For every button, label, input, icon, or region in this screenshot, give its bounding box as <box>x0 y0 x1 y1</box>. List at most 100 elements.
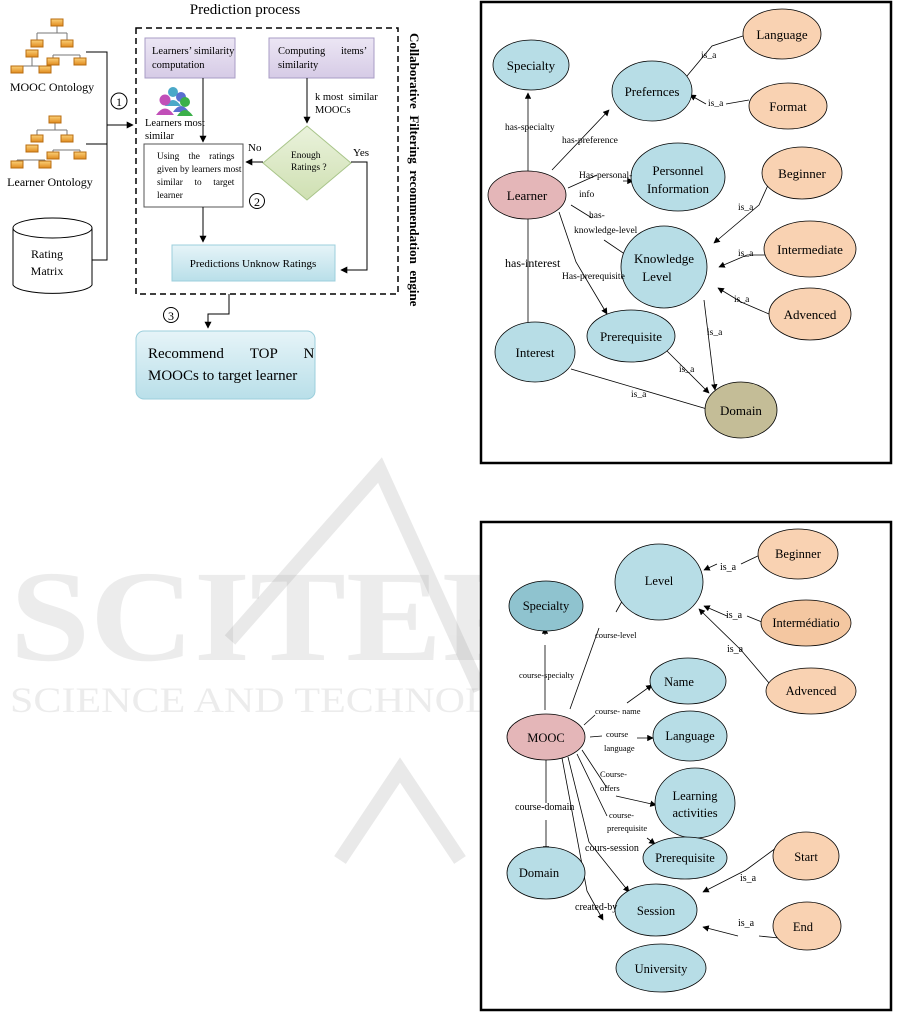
node-label: Name <box>664 675 694 689</box>
node-label: University <box>635 962 689 976</box>
edge-label: is_a <box>631 390 647 400</box>
learners-similarity-line2: computation <box>152 60 205 71</box>
node-end <box>772 901 842 951</box>
node-advenced <box>765 667 857 715</box>
node-label: Knowledge <box>634 251 694 266</box>
edge-label: is_a <box>720 562 737 573</box>
node-label: Personnel <box>652 163 704 178</box>
node-label: Domain <box>519 866 560 880</box>
node-level <box>614 543 704 621</box>
node-label: Advenced <box>784 307 837 322</box>
source-connectors <box>86 51 134 261</box>
recommend-line2: MOOCs to target learner <box>148 368 297 384</box>
step-2-label: 2 <box>254 195 260 209</box>
edge-label: is_a <box>740 873 757 884</box>
edge-label: is_a <box>734 295 750 305</box>
decision-no-label: No <box>248 142 262 154</box>
edge-label: cours-session <box>585 843 639 854</box>
node-label: Level <box>645 574 674 588</box>
edge-label: Course- <box>600 769 627 779</box>
edge-label: course-specialty <box>519 670 575 680</box>
edge-label: Has-prerequisite <box>562 272 625 282</box>
node-name <box>649 657 727 705</box>
edge-label: course- name <box>595 706 641 716</box>
node-label: Format <box>769 99 807 114</box>
edge-label: is_a <box>708 99 724 109</box>
node-personnel-information <box>630 142 726 212</box>
decision-yes-label: Yes <box>353 147 369 159</box>
node-beginner <box>761 146 843 200</box>
edge-label: created-by <box>575 902 617 913</box>
node-label: Start <box>794 850 818 864</box>
node-label: Advenced <box>786 684 837 698</box>
edge-label: has- <box>589 211 605 221</box>
edge-label: is_a <box>738 203 754 213</box>
edge-label: course- <box>609 810 634 820</box>
learner-ontology-nodes <box>487 8 857 439</box>
decision-line2: Ratings ? <box>291 163 327 173</box>
edge-label: course-level <box>595 630 637 640</box>
mooc-ontology-tree-icon <box>10 18 87 74</box>
using-ratings-box <box>143 143 244 208</box>
items-similarity-line1: Computing items’ <box>278 46 367 57</box>
node-label-line2: Information <box>647 181 710 196</box>
edge-label: is_a <box>707 328 723 338</box>
node-session <box>614 883 698 937</box>
node-prerequisite <box>642 836 728 880</box>
node-label: Language <box>665 729 715 743</box>
learner-ontology-node-labels: Specialty Prefernces Language Format Lea… <box>507 27 843 418</box>
node-specialty <box>508 580 584 632</box>
items-similarity-box <box>268 37 375 79</box>
node-label: Prerequisite <box>600 329 662 344</box>
learners-most-similar-line2: similar <box>145 131 175 142</box>
figure-title: Prediction process <box>190 2 301 18</box>
node-label: Session <box>637 904 676 918</box>
node-label: Domain <box>720 403 762 418</box>
edge-label: has-specialty <box>505 123 555 133</box>
using-ratings-line2: given by learners most <box>157 165 242 175</box>
engine-vertical-label: Collaborative Filtering recommendation e… <box>407 33 422 307</box>
edge-label: offers <box>600 783 620 793</box>
learners-similarity-box <box>144 37 236 79</box>
node-label-line2: activities <box>672 806 717 820</box>
learner-ontology-label: Learner Ontology <box>7 175 93 189</box>
node-label: Beginner <box>778 166 826 181</box>
node-mooc <box>506 713 586 761</box>
node-label: Specialty <box>507 58 556 73</box>
learners-similarity-line1: Learners’ similarity <box>152 46 235 57</box>
k-most-similar-line1: k most similar <box>315 92 378 103</box>
edge-label: language <box>604 743 635 753</box>
node-label: Intermédiatio <box>772 616 839 630</box>
mooc-ontology-nodes <box>506 528 857 993</box>
edge-label: is_a <box>701 51 717 61</box>
edge-label: is_a <box>679 365 695 375</box>
rating-matrix-label-line1: Rating <box>31 247 63 261</box>
node-label: Language <box>756 27 807 42</box>
node-domain <box>704 381 778 439</box>
predictions-label: Predictions Unknow Ratings <box>190 258 317 270</box>
node-label: Beginner <box>775 547 822 561</box>
rating-matrix-database-icon <box>12 217 93 294</box>
learner-ontology-edges <box>524 33 770 416</box>
node-start <box>772 831 840 881</box>
using-ratings-line1: Using the ratings <box>157 152 235 162</box>
using-ratings-line4: learner <box>157 191 184 201</box>
node-label: Learning <box>672 789 718 803</box>
predictions-box <box>171 244 336 282</box>
edge-label: Has-personal- <box>579 171 632 181</box>
node-specialty <box>492 39 570 91</box>
node-intermediate <box>763 220 857 278</box>
edge-label: course <box>606 729 628 739</box>
node-intermediatio <box>760 599 852 647</box>
k-most-similar-line2: MOOCs <box>315 105 351 116</box>
node-domain <box>506 846 586 900</box>
edge-label: is_a <box>726 610 743 621</box>
mooc-ontology-figure: Level Beginner Specialty Intermédiatio A… <box>479 520 893 1012</box>
node-university <box>615 943 707 993</box>
learners-group-icon <box>156 87 193 116</box>
node-advenced <box>768 287 852 341</box>
edge-label: knowledge-level <box>574 226 638 236</box>
using-ratings-line3: similar to target <box>157 178 235 188</box>
node-prerequisite <box>586 309 676 363</box>
edge-label: has-preference <box>562 135 618 146</box>
